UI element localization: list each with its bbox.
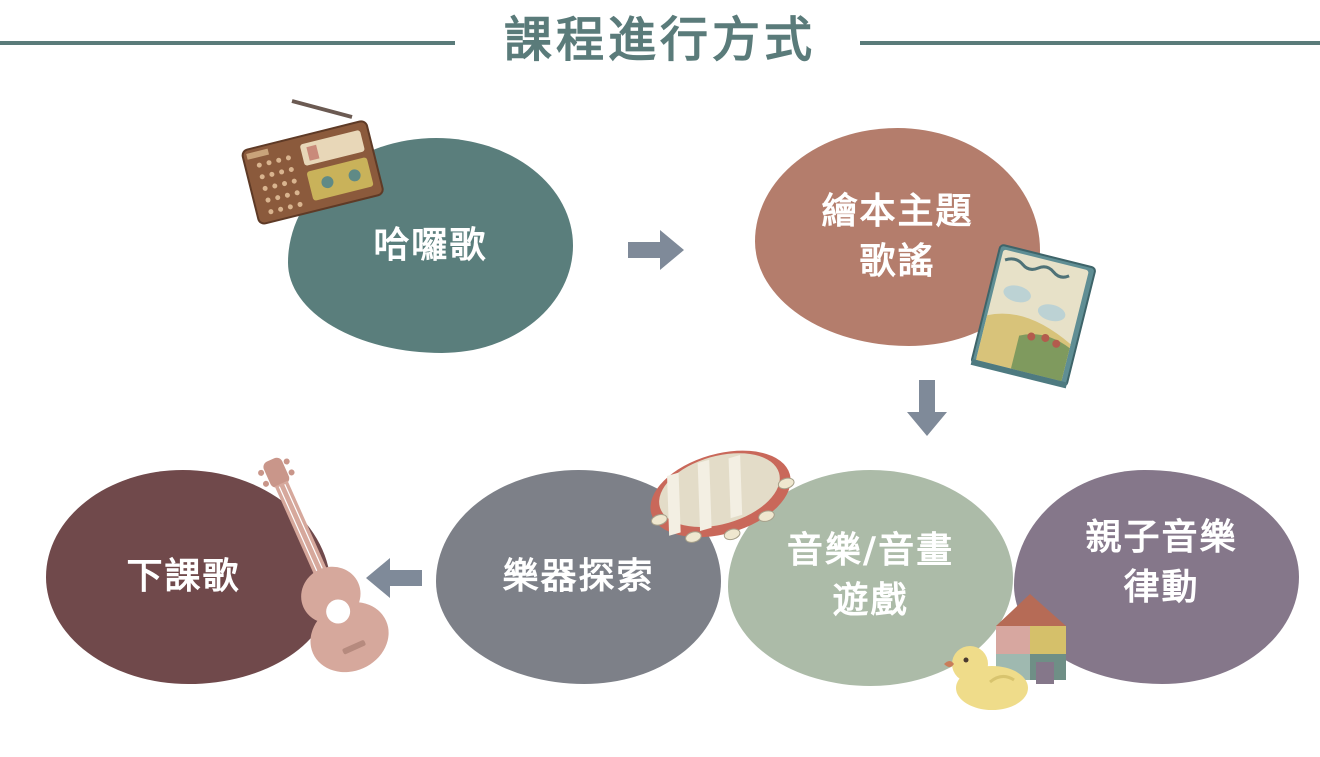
title-line-left xyxy=(0,41,455,45)
step-label: 繪本主題 xyxy=(821,191,974,232)
step-label: 歌謠 xyxy=(859,241,936,282)
step-label: 哈囉歌 xyxy=(373,224,488,266)
arrow-left-icon xyxy=(366,558,422,598)
guitar-icon xyxy=(258,457,389,673)
step-label: 下課歌 xyxy=(126,556,241,597)
step-label: 親子音樂 xyxy=(1085,517,1238,558)
radio-icon xyxy=(241,99,384,225)
step-instrument-exploration: 樂器探索 xyxy=(436,470,721,684)
picture-book-icon xyxy=(970,244,1096,389)
step-label: 音樂/音畫 xyxy=(786,530,955,571)
step-label: 遊戲 xyxy=(832,580,909,621)
page-title: 課程進行方式 xyxy=(503,12,816,68)
step-label: 樂器探索 xyxy=(502,556,655,597)
rubber-duck-icon xyxy=(944,646,1028,710)
title-line-right xyxy=(860,41,1320,45)
arrow-right-icon xyxy=(628,230,684,270)
arrow-down-icon xyxy=(907,380,947,436)
toy-house-icon xyxy=(996,594,1066,684)
tambourine-icon xyxy=(650,450,795,543)
step-label: 律動 xyxy=(1123,567,1200,608)
